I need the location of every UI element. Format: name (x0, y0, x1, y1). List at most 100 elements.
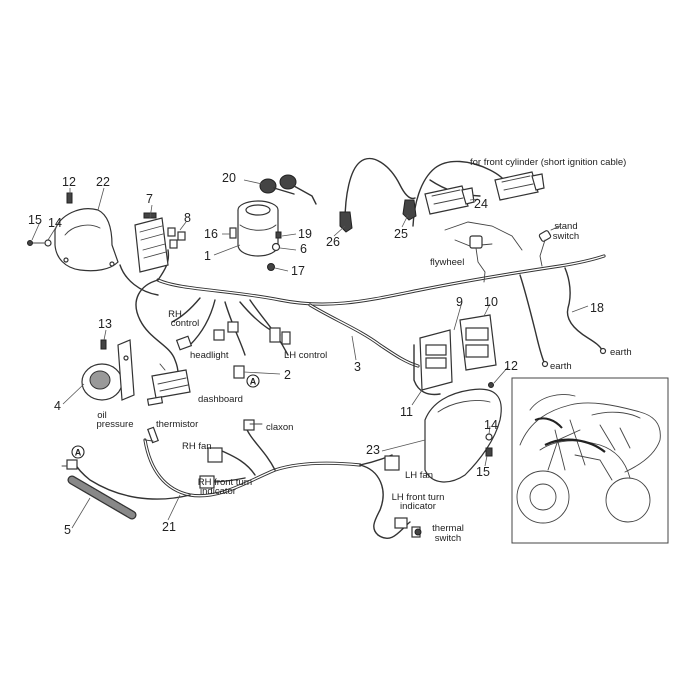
part-number-labels: 12 22 15 14 7 8 20 16 1 19 6 17 26 25 24… (28, 171, 604, 537)
label-headlight: headlight (190, 350, 229, 361)
screw-17 (267, 263, 275, 271)
washer-14-left (44, 239, 52, 247)
label-front-cylinder-note: for front cylinder (short ignition cable… (470, 157, 626, 168)
circle-marker-a-harness: A (246, 374, 260, 388)
part-number-22: 22 (96, 175, 110, 189)
part-number-5: 5 (64, 523, 71, 537)
part-number-26: 26 (326, 235, 340, 249)
circle-marker-a-front: A (71, 445, 85, 459)
sleeve-5 (67, 475, 137, 520)
part-number-8: 8 (184, 211, 191, 225)
ht-leads (344, 157, 509, 227)
headlight-bracket (54, 208, 119, 272)
part-number-19: 19 (298, 227, 312, 241)
relay-9 (419, 329, 453, 391)
screw-13 (100, 339, 107, 350)
relay-10 (459, 314, 497, 371)
part-number-14: 14 (48, 216, 62, 230)
label-stand: stand (554, 221, 577, 232)
label-lh-fan: LH fan (405, 470, 433, 481)
ignition-coil-rear (494, 171, 545, 201)
label-flywheel: flywheel (430, 257, 464, 268)
part-number-15-right: 15 (476, 465, 490, 479)
rh-front-turn-connector (199, 475, 215, 489)
part-number-16: 16 (204, 227, 218, 241)
label-oil: oil (97, 410, 107, 421)
label-lh-front-turn: LH front turn (392, 492, 445, 503)
connector-lh-control (269, 327, 291, 345)
stand-switch (538, 225, 561, 267)
label-control: control (171, 318, 200, 329)
label-lh-indicator: indicator (400, 501, 436, 512)
ignition-coil-front (424, 185, 475, 215)
part-number-23: 23 (366, 443, 380, 457)
part-number-9: 9 (456, 295, 463, 309)
part-number-13: 13 (98, 317, 112, 331)
main-wiring-harness (119, 249, 606, 389)
lh-front-turn-connector (394, 517, 408, 529)
part-number-12-right: 12 (504, 359, 518, 373)
screw-15-left (27, 240, 45, 246)
spark-plug-cap-25 (402, 199, 417, 221)
svg-text:A: A (250, 377, 257, 387)
connector-a (61, 459, 78, 470)
part-number-25: 25 (394, 227, 408, 241)
washer-14-right (485, 433, 493, 441)
screw-12-right (488, 382, 494, 388)
part-number-1: 1 (204, 249, 211, 263)
label-claxon: claxon (266, 422, 293, 433)
part-number-11: 11 (400, 405, 413, 419)
label-pressure: pressure (97, 419, 134, 430)
svg-text:A: A (75, 448, 82, 458)
cover-23 (424, 388, 502, 483)
part-number-24: 24 (474, 197, 488, 211)
screw-16 (229, 227, 237, 239)
part-number-15: 15 (28, 213, 42, 227)
rh-fan-connector (207, 447, 223, 463)
claxon-connector (243, 419, 263, 431)
spark-plug-cap-26 (339, 211, 353, 233)
flywheel-sensor (444, 221, 523, 283)
clips-8 (167, 227, 186, 249)
label-dashboard: dashboard (198, 394, 243, 405)
earth-cable-18 (564, 267, 607, 355)
text-labels: for front cylinder (short ignition cable… (97, 157, 632, 544)
label-rh-indicator: indicator (200, 486, 236, 497)
screw-15-right (485, 447, 493, 457)
control-unit (134, 212, 169, 273)
screw-19 (275, 231, 282, 239)
relay-box-11 (413, 344, 441, 396)
part-number-7: 7 (146, 192, 153, 206)
part-number-6: 6 (300, 242, 307, 256)
part-number-3: 3 (354, 360, 361, 374)
part-number-4: 4 (54, 399, 61, 413)
leader-lines (31, 179, 589, 529)
screw-12-left (66, 192, 73, 204)
part-number-2: 2 (284, 368, 291, 382)
part-number-10: 10 (484, 295, 498, 309)
lh-fan-connector (384, 455, 400, 471)
earth-cable (519, 274, 549, 368)
connector-2 (233, 365, 245, 379)
dashboard-connector (146, 363, 191, 406)
nut-6 (271, 242, 281, 252)
connector-headlight (213, 321, 239, 341)
part-number-14-right: 14 (484, 418, 498, 432)
label-thermal-switch: switch (435, 533, 461, 544)
label-thermistor: thermistor (156, 419, 198, 430)
label-thermal: thermal (432, 523, 464, 534)
motorcycle-inset (511, 377, 669, 544)
label-rh: RH (168, 309, 182, 320)
thermistor (144, 426, 159, 444)
part-number-17: 17 (291, 264, 305, 278)
label-rh-fan: RH fan (182, 441, 212, 452)
part-number-21: 21 (162, 520, 176, 534)
label-switch: switch (553, 231, 579, 242)
thermal-switch (411, 526, 422, 538)
keys (259, 174, 317, 205)
part-number-12: 12 (62, 175, 76, 189)
part-number-20: 20 (222, 171, 236, 185)
front-sub-harness (73, 424, 411, 540)
horn (81, 339, 135, 401)
